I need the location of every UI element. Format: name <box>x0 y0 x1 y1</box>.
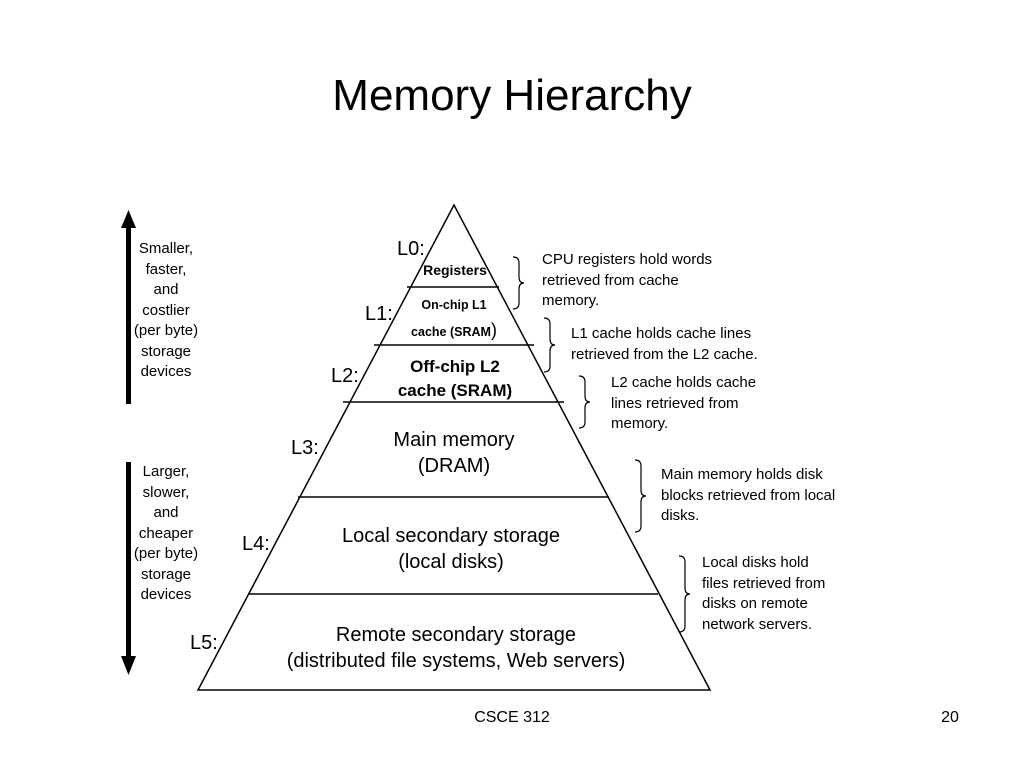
caption-line: and <box>153 504 179 521</box>
tier-line: Main memory <box>393 429 515 451</box>
tier-line-part: ) <box>490 320 497 340</box>
caption-line: Smaller, <box>138 240 194 257</box>
arrow-caption-bottom: Larger, slower, and cheaper (per byte) s… <box>121 462 211 606</box>
brace-l2 <box>578 375 591 429</box>
caption-line: (per byte) <box>133 322 199 339</box>
caption-line: and <box>153 281 179 298</box>
description-line: blocks retrieved from local <box>661 486 836 504</box>
description-line: L2 cache holds cache <box>611 374 757 391</box>
tier-line: Remote secondary storage <box>335 624 577 646</box>
tier-off-chip-l2: Off-chip L2 cache (SRAM) <box>370 355 540 403</box>
level-label-l3: L3: <box>291 437 319 459</box>
description-line: files retrieved from <box>702 574 826 592</box>
description-line: network servers. <box>702 615 813 633</box>
caption-line: storage <box>140 565 192 583</box>
tier-registers: Registers <box>423 262 487 278</box>
tier-local-secondary-storage: Local secondary storage (local disks) <box>301 523 601 575</box>
pyramid-outline <box>196 203 712 691</box>
description-l4: Local disks hold files retrieved from di… <box>702 553 825 635</box>
description-l1: L1 cache holds cache lines retrieved fro… <box>571 324 758 365</box>
tier-on-chip-l1: On-chip L1 cache (SRAM) <box>384 293 524 345</box>
brace-l1 <box>543 317 556 373</box>
caption-line: storage <box>140 342 192 360</box>
caption-line: (per byte) <box>133 545 199 562</box>
tier-line: Off-chip L2 <box>410 357 500 376</box>
level-label-l1: L1: <box>365 303 393 325</box>
tier-main-memory: Main memory (DRAM) <box>354 427 554 479</box>
description-line: CPU registers hold words <box>542 251 713 268</box>
caption-line: devices <box>140 363 192 380</box>
tier-line: (local disks) <box>398 551 504 573</box>
caption-line: slower, <box>142 483 190 501</box>
description-line: lines retrieved from <box>611 394 739 412</box>
tier-line: (distributed file systems, Web servers) <box>286 650 626 672</box>
tier-line: On-chip L1 <box>421 298 487 312</box>
description-line: disks on remote <box>702 595 808 612</box>
caption-line: Larger, <box>142 463 190 480</box>
description-line: disks. <box>661 507 700 524</box>
description-l3: Main memory holds disk blocks retrieved … <box>661 465 835 527</box>
down-arrow <box>121 462 136 675</box>
level-label-l5: L5: <box>190 632 218 654</box>
description-line: Main memory holds disk <box>661 466 823 483</box>
tier-line: (DRAM) <box>417 455 491 477</box>
level-label-l2: L2: <box>331 365 359 387</box>
caption-line: cheaper <box>138 524 194 542</box>
up-arrow <box>121 210 136 404</box>
description-l2: L2 cache holds cache lines retrieved fro… <box>611 373 756 435</box>
description-line: memory. <box>542 292 600 309</box>
brace-l0 <box>512 256 525 310</box>
footer-course: CSCE 312 <box>474 709 550 726</box>
description-line: retrieved from cache <box>542 271 679 289</box>
description-line: memory. <box>611 415 669 432</box>
description-line: L1 cache holds cache lines <box>571 325 752 342</box>
slide-title: Memory Hierarchy <box>332 71 692 120</box>
footer-page-number: 20 <box>941 709 959 726</box>
level-label-l4: L4: <box>242 533 270 555</box>
tier-remote-secondary-storage: Remote secondary storage (distributed fi… <box>226 622 686 674</box>
caption-line: faster, <box>145 260 187 278</box>
description-line: Local disks hold <box>702 554 809 571</box>
brace-l3 <box>634 459 647 533</box>
arrow-caption-top: Smaller, faster, and costlier (per byte)… <box>121 239 211 383</box>
description-l0: CPU registers hold words retrieved from … <box>542 250 712 312</box>
description-line: retrieved from the L2 cache. <box>571 345 758 363</box>
caption-line: costlier <box>142 301 190 319</box>
tier-line: cache (SRAM) <box>384 318 524 345</box>
tier-line-part: cache (SRAM <box>411 325 491 339</box>
tier-line: Local secondary storage <box>342 525 560 547</box>
brace-l4 <box>678 555 691 633</box>
level-label-l0: L0: <box>397 238 425 260</box>
caption-line: devices <box>140 586 192 603</box>
tier-line: cache (SRAM) <box>397 381 513 400</box>
